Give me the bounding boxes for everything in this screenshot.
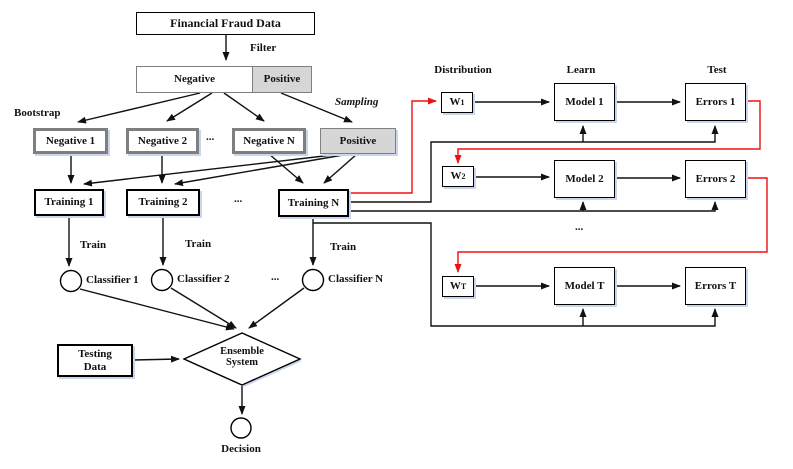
decision-node <box>230 417 252 439</box>
training-ellipsis: ... <box>234 193 243 205</box>
training-2-box: Training 2 <box>126 189 200 216</box>
negative-subset-1-box: Negative 1 <box>33 128 108 154</box>
errors-1-box: Errors 1 <box>685 83 746 121</box>
positive-split-box: Positive <box>252 66 312 93</box>
classifier-2-node <box>150 268 174 292</box>
weight-2-sub: 2 <box>461 171 466 181</box>
train-label-1: Train <box>80 239 107 251</box>
positive-subset-box: Positive <box>320 128 396 154</box>
bootstrap-label: Bootstrap <box>14 107 61 119</box>
decision-label: Decision <box>221 443 261 455</box>
weight-1-sub: 1 <box>460 97 465 107</box>
sampling-label: Sampling <box>335 96 379 108</box>
distribution-header: Distribution <box>434 64 492 76</box>
train-label-3: Train <box>330 241 357 253</box>
test-header: Test <box>707 64 727 76</box>
source-data-box: Financial Fraud Data <box>136 12 315 35</box>
testing-data-line2: Data <box>83 360 107 373</box>
subset-ellipsis: ... <box>206 131 215 143</box>
weight-t-main: W <box>449 280 461 293</box>
classifier-n-label: Classifier N <box>328 273 384 285</box>
node-shapes <box>59 268 325 439</box>
classifier-1-label: Classifier 1 <box>86 274 139 286</box>
training-n-box: Training N <box>278 189 349 217</box>
classifier-2-label: Classifier 2 <box>177 273 230 285</box>
learn-header: Learn <box>566 64 596 76</box>
negative-subset-n-box: Negative N <box>232 128 306 154</box>
black-connectors <box>65 35 719 415</box>
train-label-2: Train <box>185 238 212 250</box>
ensemble-diamond <box>182 332 302 386</box>
model-1-box: Model 1 <box>554 83 615 121</box>
boosting-ellipsis: ... <box>575 221 584 233</box>
weight-t-sub: T <box>460 281 467 291</box>
training-1-box: Training 1 <box>34 189 104 216</box>
testing-data-box: Testing Data <box>57 344 133 377</box>
model-t-box: Model T <box>554 267 615 305</box>
ensemble-system-label: Ensemble System <box>196 346 288 368</box>
ensemble-line1: Ensemble <box>220 346 264 357</box>
red-connectors <box>348 97 768 273</box>
classifier-n-node <box>301 268 325 292</box>
weight-2-main: W <box>450 170 462 183</box>
weight-1-main: W <box>449 96 461 109</box>
filter-label: Filter <box>250 42 277 54</box>
classifier-ellipsis: ... <box>271 271 280 283</box>
model-2-box: Model 2 <box>554 160 615 198</box>
classifier-1-node <box>59 269 83 293</box>
testing-data-line1: Testing <box>78 347 112 360</box>
errors-t-box: Errors T <box>685 267 746 305</box>
errors-2-box: Errors 2 <box>685 160 746 198</box>
negative-subset-2-box: Negative 2 <box>126 128 199 154</box>
negative-split-box: Negative <box>136 66 253 93</box>
ensemble-line2: System <box>225 357 259 368</box>
